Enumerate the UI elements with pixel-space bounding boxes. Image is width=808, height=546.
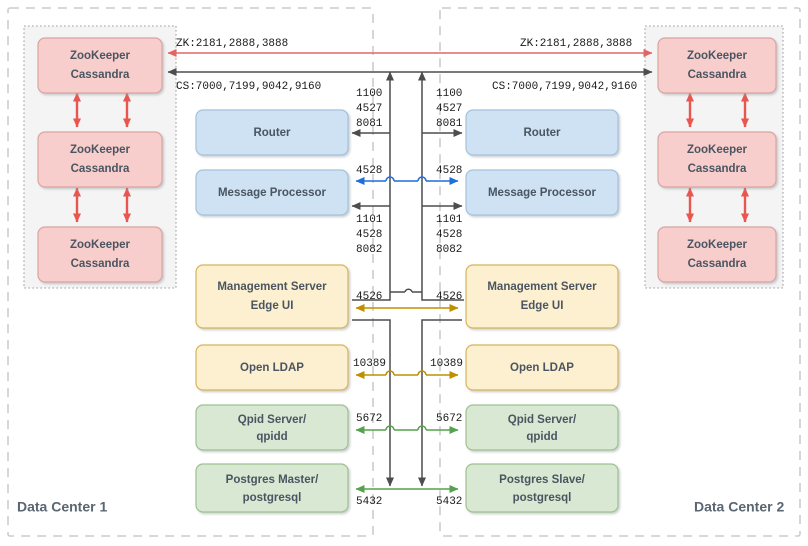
service-message-processor-left[interactable]: Message Processor: [195, 169, 349, 216]
cs-ports-label-right: CS:7000,7199,9042,9160: [492, 81, 637, 93]
qpid-link-hop-right: [417, 425, 427, 431]
cs-ports-label-left: CS:7000,7199,9042,9160: [176, 81, 321, 93]
service-qpid-left[interactable]: Qpid Server/ qpidd: [195, 404, 349, 451]
zk-ports-label-left: ZK:2181,2888,3888: [176, 38, 288, 50]
router-port-right-2: 4527: [436, 103, 462, 115]
qpid-port-left: 5672: [356, 413, 382, 425]
service-qpid-right[interactable]: Qpid Server/ qpidd: [465, 404, 619, 451]
router-port-right-1: 1100: [436, 88, 462, 100]
mp-out-port-left-2: 4528: [356, 229, 382, 241]
ms-port-left: 4526: [356, 291, 382, 303]
mp-in-port-left: 4528: [356, 165, 382, 177]
zookeeper-node-left-3[interactable]: ZooKeeper Cassandra: [37, 226, 163, 283]
qpid-link-hop-left: [385, 425, 395, 431]
mp-out-port-right-2: 4528: [436, 229, 462, 241]
mp-link-hop-right: [417, 176, 427, 182]
service-message-processor-right[interactable]: Message Processor: [465, 169, 619, 216]
ms-right-downtrunk: [418, 319, 462, 487]
zk-ports-label-right: ZK:2181,2888,3888: [520, 38, 632, 50]
postgres-port-left: 5432: [356, 496, 382, 508]
service-router-left[interactable]: Router: [195, 109, 349, 156]
ldap-port-left: 10389: [353, 358, 386, 370]
ldap-port-right: 10389: [430, 358, 463, 370]
zookeeper-node-left-1[interactable]: ZooKeeper Cassandra: [37, 37, 163, 94]
qpid-port-right: 5672: [436, 413, 462, 425]
ldap-link-hop-right: [417, 370, 427, 376]
service-open-ldap-right[interactable]: Open LDAP: [465, 344, 619, 391]
router-port-left-3: 8081: [356, 118, 383, 130]
datacenter-2-label: Data Center 2: [694, 499, 784, 515]
mp-link-hop-left: [385, 176, 395, 182]
datacenter-1-label: Data Center 1: [17, 499, 107, 515]
zookeeper-node-right-1[interactable]: ZooKeeper Cassandra: [657, 37, 777, 94]
service-management-server-left[interactable]: Management Server Edge UI: [195, 264, 349, 329]
mp-out-port-left-3: 8082: [356, 244, 382, 256]
postgres-port-right: 5432: [436, 496, 462, 508]
trunk-left-to-ms: [352, 292, 391, 301]
service-management-server-right[interactable]: Management Server Edge UI: [465, 264, 619, 329]
ldap-link-hop-left: [385, 370, 395, 376]
ms-port-right: 4526: [436, 291, 462, 303]
zookeeper-node-right-3[interactable]: ZooKeeper Cassandra: [657, 226, 777, 283]
mp-out-port-right-1: 1101: [436, 214, 463, 226]
service-open-ldap-left[interactable]: Open LDAP: [195, 344, 349, 391]
router-port-left-2: 4527: [356, 103, 382, 115]
router-port-right-3: 8081: [436, 118, 463, 130]
mp-out-port-right-3: 8082: [436, 244, 462, 256]
trunk-joiner-hop: [404, 288, 413, 293]
zookeeper-node-right-2[interactable]: ZooKeeper Cassandra: [657, 131, 777, 188]
service-postgres-left[interactable]: Postgres Master/ postgresql: [195, 463, 349, 513]
datacenter-2-frame: [439, 7, 801, 537]
zookeeper-node-left-2[interactable]: ZooKeeper Cassandra: [37, 131, 163, 188]
mp-out-port-left-1: 1101: [356, 214, 383, 226]
service-postgres-right[interactable]: Postgres Slave/ postgresql: [465, 463, 619, 513]
router-port-left-1: 1100: [356, 88, 382, 100]
datacenter-1-frame: [7, 7, 374, 537]
trunk-right-to-ms: [421, 292, 464, 301]
mp-in-port-right: 4528: [436, 165, 462, 177]
ms-left-downtrunk: [352, 319, 394, 487]
service-router-right[interactable]: Router: [465, 109, 619, 156]
